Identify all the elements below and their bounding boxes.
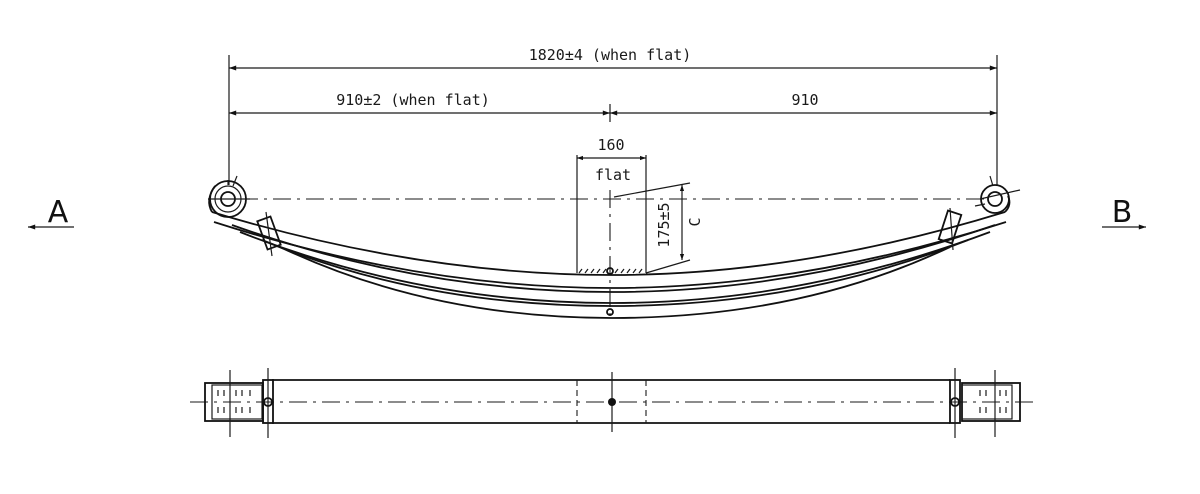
view-label-b: B bbox=[1102, 195, 1146, 230]
left-half-length-label: 910±2 (when flat) bbox=[336, 91, 490, 109]
view-b-letter: B bbox=[1112, 195, 1133, 230]
spring-leaves bbox=[208, 185, 1011, 319]
plan-view bbox=[190, 368, 1035, 438]
right-half-length-label: 910 bbox=[791, 91, 818, 109]
view-label-a: A bbox=[28, 195, 74, 230]
left-rebound-clip bbox=[256, 211, 282, 257]
plan-left-end bbox=[204, 368, 274, 438]
half-length-dimensions: 910±2 (when flat) 910 bbox=[229, 91, 997, 122]
camber-c-label: C bbox=[686, 217, 704, 226]
camber-dimension: 175±5 C bbox=[613, 182, 704, 274]
center-bolt bbox=[606, 267, 614, 316]
clamp-flat-note: flat bbox=[595, 166, 631, 184]
clamp-width-label: 160 bbox=[597, 136, 624, 154]
right-rebound-clip bbox=[937, 207, 963, 251]
view-a-letter: A bbox=[48, 195, 69, 230]
camber-height-label: 175±5 bbox=[655, 202, 673, 247]
right-spring-eye bbox=[974, 175, 1021, 214]
side-elevation-view bbox=[208, 175, 1021, 320]
center-clamp-dimension: 160 flat bbox=[576, 136, 647, 274]
plan-center-bolt bbox=[608, 398, 616, 406]
overall-length-dimension: 1820±4 (when flat) bbox=[228, 46, 998, 185]
plan-right-end bbox=[949, 368, 1021, 438]
overall-length-label: 1820±4 (when flat) bbox=[529, 46, 692, 64]
